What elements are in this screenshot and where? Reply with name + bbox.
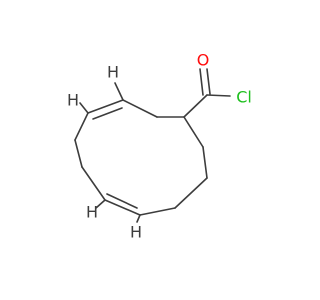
oxygen-label: O xyxy=(197,51,210,70)
substituent-bond xyxy=(183,94,208,118)
hydrogen-label: H xyxy=(130,223,142,242)
h-bond xyxy=(95,199,106,209)
double-bond-line xyxy=(87,99,124,114)
skeletal-formula: O Cl H H H H xyxy=(67,51,252,242)
carbonyl-double-bond xyxy=(206,68,211,95)
ring-bond xyxy=(122,99,158,118)
hydrogen-label: H xyxy=(67,91,79,110)
ring-bond xyxy=(183,116,204,148)
carbonyl-double-bond xyxy=(199,68,204,96)
double-bond-line xyxy=(104,199,141,216)
hydrogen-label: H xyxy=(86,203,98,222)
ring-bond xyxy=(74,112,89,141)
double-bond-line xyxy=(92,107,123,120)
double-bond-line xyxy=(106,193,138,209)
ring-bond xyxy=(174,177,208,209)
h-bond xyxy=(114,82,124,101)
acyl-chloride-bond xyxy=(206,94,231,97)
h-bond xyxy=(79,102,89,114)
ring-bond xyxy=(139,207,176,216)
h-bond xyxy=(136,214,141,223)
ring-bond xyxy=(81,166,106,201)
chlorine-label: Cl xyxy=(236,88,252,107)
ring-bond xyxy=(202,146,208,179)
ring-bond xyxy=(74,139,83,168)
hydrogen-label: H xyxy=(107,63,119,82)
